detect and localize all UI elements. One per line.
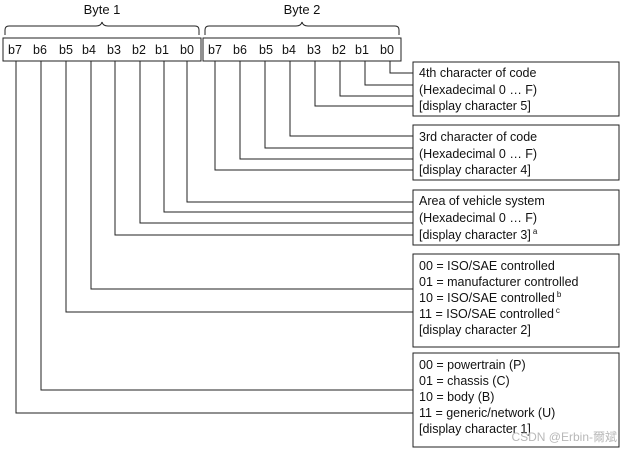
byte2-brace xyxy=(204,21,400,35)
byte2-bit-b7: b7 xyxy=(208,43,222,57)
footnote-a: a xyxy=(533,227,538,236)
byte1-bit-b2: b2 xyxy=(132,43,146,57)
box-area-of-vehicle-system: Area of vehicle system (Hexadecimal 0 … … xyxy=(412,189,620,246)
connector-byte2-b7 xyxy=(214,61,413,171)
byte2-bit-b0: b0 xyxy=(380,43,394,57)
box-system-line-5: [display character 1] xyxy=(419,422,531,436)
box-iso-line-2: 01 = manufacturer controlled xyxy=(419,275,579,289)
byte2-label: Byte 2 xyxy=(284,2,321,17)
connector-byte2-b6 xyxy=(239,61,413,160)
box-area-line-3: [display character 3]a xyxy=(419,227,538,242)
box-area-line-2: (Hexadecimal 0 … F) xyxy=(419,211,537,225)
connector-byte1-b3 xyxy=(114,61,413,236)
box-4th-line-1: 4th character of code xyxy=(419,66,536,80)
connector-byte1-b7 xyxy=(15,61,413,414)
connector-byte2-b0 xyxy=(389,61,413,74)
footnote-c: c xyxy=(556,306,560,315)
byte1-bit-b1: b1 xyxy=(155,43,169,57)
box-system-type: 00 = powertrain (P) 01 = chassis (C) 10 … xyxy=(412,352,620,448)
box-iso-line-1: 00 = ISO/SAE controlled xyxy=(419,259,555,273)
box-iso-line-5: [display character 2] xyxy=(419,323,531,337)
connector-byte2-b5 xyxy=(264,61,413,149)
box-system-line-4: 11 = generic/network (U) xyxy=(419,406,555,420)
byte2-bit-box xyxy=(202,37,402,62)
box-4th-character: 4th character of code (Hexadecimal 0 … F… xyxy=(412,61,620,117)
byte1-label: Byte 1 xyxy=(84,2,121,17)
box-area-line-1: Area of vehicle system xyxy=(419,194,545,208)
byte2-bit-b4: b4 xyxy=(282,43,296,57)
byte1-bit-box xyxy=(2,37,202,62)
box-4th-line-2: (Hexadecimal 0 … F) xyxy=(419,83,537,97)
byte1-bit-b3: b3 xyxy=(107,43,121,57)
connector-byte1-b2 xyxy=(139,61,413,224)
byte2-bit-b5: b5 xyxy=(259,43,273,57)
byte2-bit-b2: b2 xyxy=(332,43,346,57)
byte1-brace xyxy=(4,21,200,35)
connector-byte1-b0 xyxy=(186,61,413,203)
box-4th-line-3: [display character 5] xyxy=(419,99,531,113)
connector-byte2-b3 xyxy=(314,61,413,107)
byte2-bit-b3: b3 xyxy=(307,43,321,57)
box-3rd-line-2: (Hexadecimal 0 … F) xyxy=(419,147,537,161)
byte1-bit-b6: b6 xyxy=(33,43,47,57)
byte1-bit-b0: b0 xyxy=(180,43,194,57)
box-3rd-character: 3rd character of code (Hexadecimal 0 … F… xyxy=(412,124,620,181)
box-3rd-line-1: 3rd character of code xyxy=(419,130,537,144)
connector-byte1-b1 xyxy=(163,61,413,213)
box-system-line-2: 01 = chassis (C) xyxy=(419,374,510,388)
byte1-bit-b4: b4 xyxy=(82,43,96,57)
footnote-b: b xyxy=(557,290,562,299)
connector-byte2-b1 xyxy=(364,61,413,86)
box-iso-sae-control: 00 = ISO/SAE controlled 01 = manufacture… xyxy=(412,253,620,348)
connector-byte1-b4 xyxy=(90,61,413,290)
box-system-line-1: 00 = powertrain (P) xyxy=(419,358,526,372)
connector-byte2-b4 xyxy=(289,61,413,137)
box-3rd-line-3: [display character 4] xyxy=(419,163,531,177)
byte2-bit-b6: b6 xyxy=(233,43,247,57)
byte2-bit-b1: b1 xyxy=(355,43,369,57)
box-system-line-3: 10 = body (B) xyxy=(419,390,494,404)
byte1-bit-b7: b7 xyxy=(8,43,22,57)
byte1-bit-b5: b5 xyxy=(59,43,73,57)
connector-byte1-b6 xyxy=(40,61,413,391)
watermark-text: CSDN @Erbin-爾斌 xyxy=(511,430,617,444)
connector-byte1-b5 xyxy=(65,61,413,313)
connector-byte2-b2 xyxy=(339,61,413,97)
